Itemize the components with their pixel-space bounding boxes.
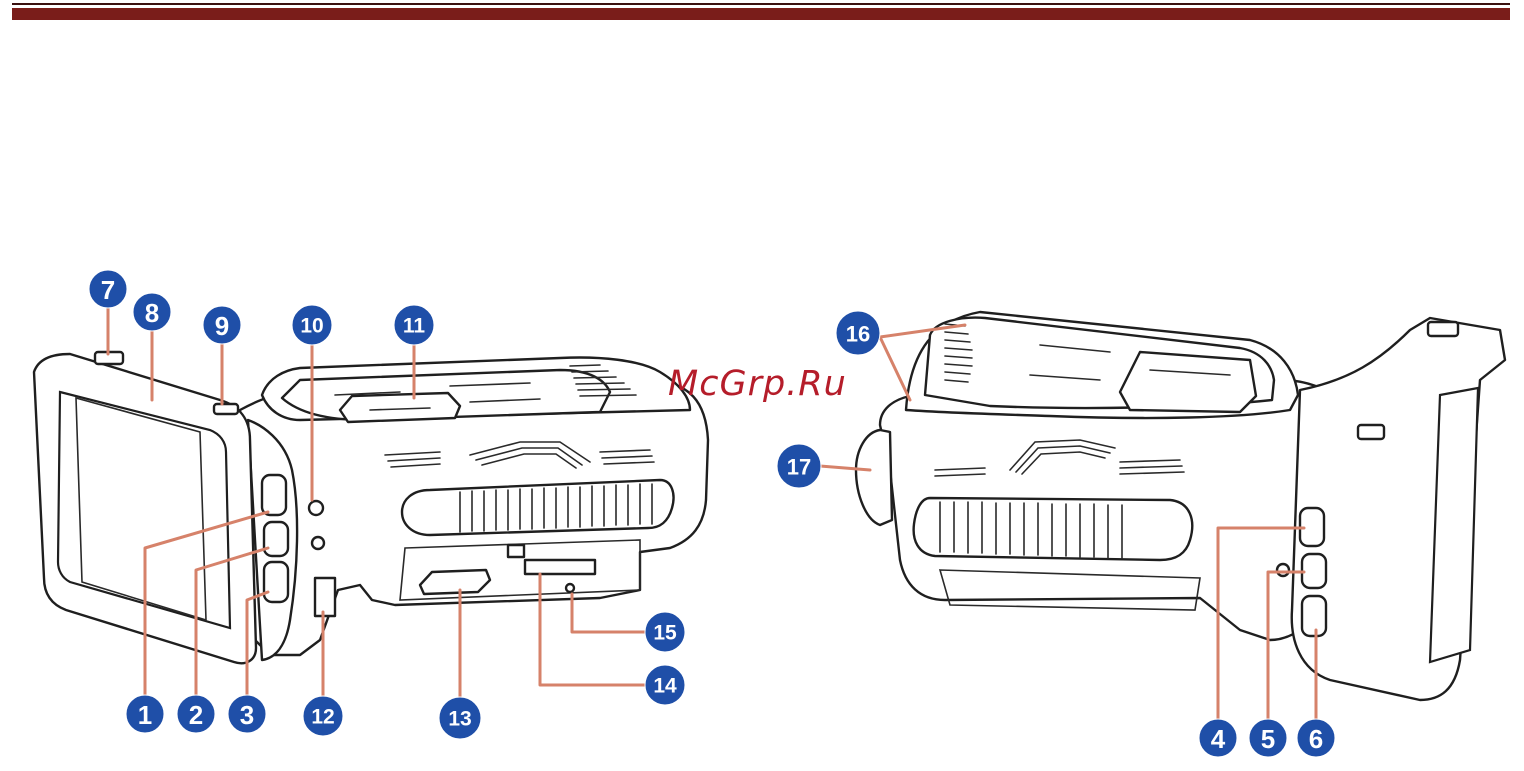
- callout-10-label: 10: [300, 315, 323, 338]
- device-right-view: [856, 312, 1505, 700]
- callout-8: 8: [133, 293, 171, 331]
- reset-hole: [566, 584, 574, 592]
- right-top-button: [1428, 322, 1458, 336]
- callout-16-label: 16: [846, 322, 870, 347]
- callout-6-label: 6: [1309, 724, 1323, 754]
- callout-4-label: 4: [1211, 724, 1226, 754]
- callout-6: 6: [1297, 719, 1335, 757]
- callout-12-label: 12: [311, 706, 334, 729]
- leader-16b: [880, 337, 910, 400]
- right-plate-tab: [1120, 352, 1256, 412]
- side-port-12: [315, 578, 335, 616]
- mic-hole: [312, 537, 324, 549]
- callout-9-label: 9: [215, 311, 229, 341]
- button-10-shape: [309, 501, 323, 515]
- callout-2-label: 2: [189, 700, 203, 730]
- callout-15: 15: [645, 612, 685, 652]
- callout-5-label: 5: [1261, 724, 1275, 754]
- callout-12: 12: [303, 696, 343, 736]
- callout-17: 17: [777, 444, 821, 488]
- callout-4: 4: [1199, 719, 1237, 757]
- button-1-shape: [262, 475, 286, 515]
- callout-3: 3: [228, 695, 266, 733]
- right-side-slot: [914, 498, 1193, 560]
- right-side-button-upper: [1358, 425, 1384, 439]
- callout-16: 16: [836, 311, 880, 355]
- device-left-view: [34, 352, 708, 663]
- callout-9: 9: [203, 306, 241, 344]
- left-side-slot: [402, 480, 674, 535]
- callout-10: 10: [292, 305, 332, 345]
- callout-5: 5: [1249, 719, 1287, 757]
- callout-2: 2: [177, 695, 215, 733]
- callout-1: 1: [126, 695, 164, 733]
- callout-1-label: 1: [138, 700, 152, 730]
- button-5-shape: [1302, 554, 1326, 588]
- right-lens-bump: [856, 430, 892, 525]
- watermark: McGrp.Ru: [668, 364, 847, 404]
- mount-latch: [508, 545, 524, 557]
- top-button-9: [214, 404, 238, 414]
- button-6-shape: [1302, 596, 1326, 636]
- callout-11-label: 11: [403, 315, 426, 338]
- callout-14-label: 14: [653, 675, 677, 698]
- left-device-plate-tab: [340, 393, 460, 422]
- callout-13-label: 13: [448, 708, 471, 731]
- callout-17-label: 17: [787, 455, 811, 480]
- button-3-shape: [264, 562, 288, 602]
- callout-15-label: 15: [653, 622, 677, 645]
- callout-13: 13: [439, 697, 481, 739]
- callout-8-label: 8: [145, 298, 159, 328]
- callout-3-label: 3: [240, 700, 254, 730]
- button-2-shape: [264, 522, 288, 556]
- right-mic-hole: [1277, 564, 1289, 576]
- callout-11: 11: [394, 305, 434, 345]
- card-slot: [525, 560, 595, 574]
- usb-port: [420, 570, 490, 594]
- callout-7-label: 7: [101, 275, 115, 305]
- callout-14: 14: [645, 665, 685, 705]
- callout-7: 7: [89, 270, 127, 308]
